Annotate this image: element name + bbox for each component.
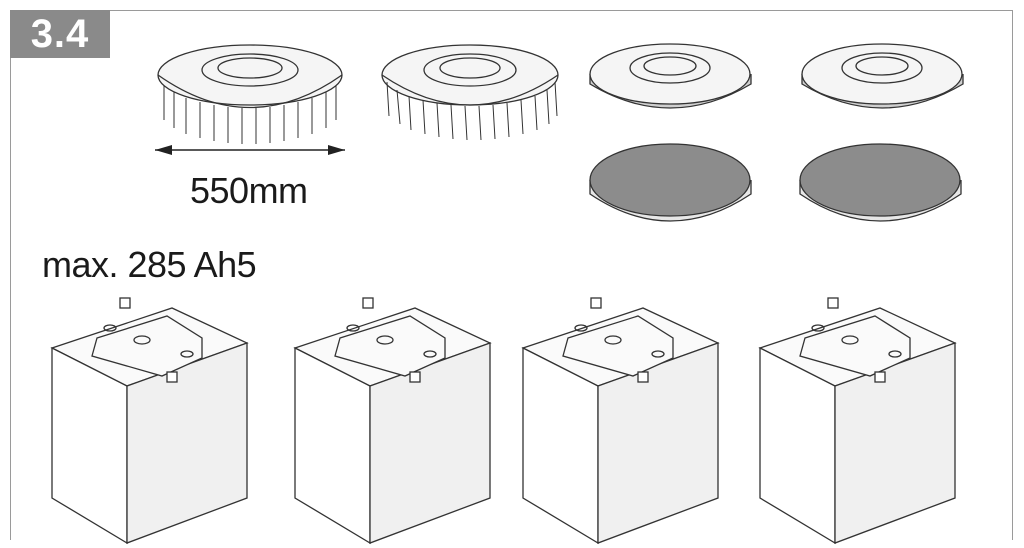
battery-cell-1-icon: [50, 297, 249, 545]
pad-disc-2-icon: [799, 143, 962, 222]
battery-cell-4-icon: [758, 297, 957, 545]
battery-cell-3-icon: [521, 297, 720, 545]
brush-head-2-icon: [381, 44, 559, 141]
pad-drive-2-icon: [801, 43, 964, 109]
pad-disc-1-icon: [589, 143, 752, 222]
brush-diameter-label: 550mm: [190, 170, 308, 211]
battery-capacity-label: max. 285 Ah5: [42, 244, 257, 285]
brush-head-1-icon: [155, 44, 345, 155]
section-number-badge: 3.4: [10, 10, 110, 58]
figure-frame: [10, 10, 1013, 540]
battery-cell-2-icon: [293, 297, 492, 545]
pad-drive-1-icon: [589, 43, 752, 109]
